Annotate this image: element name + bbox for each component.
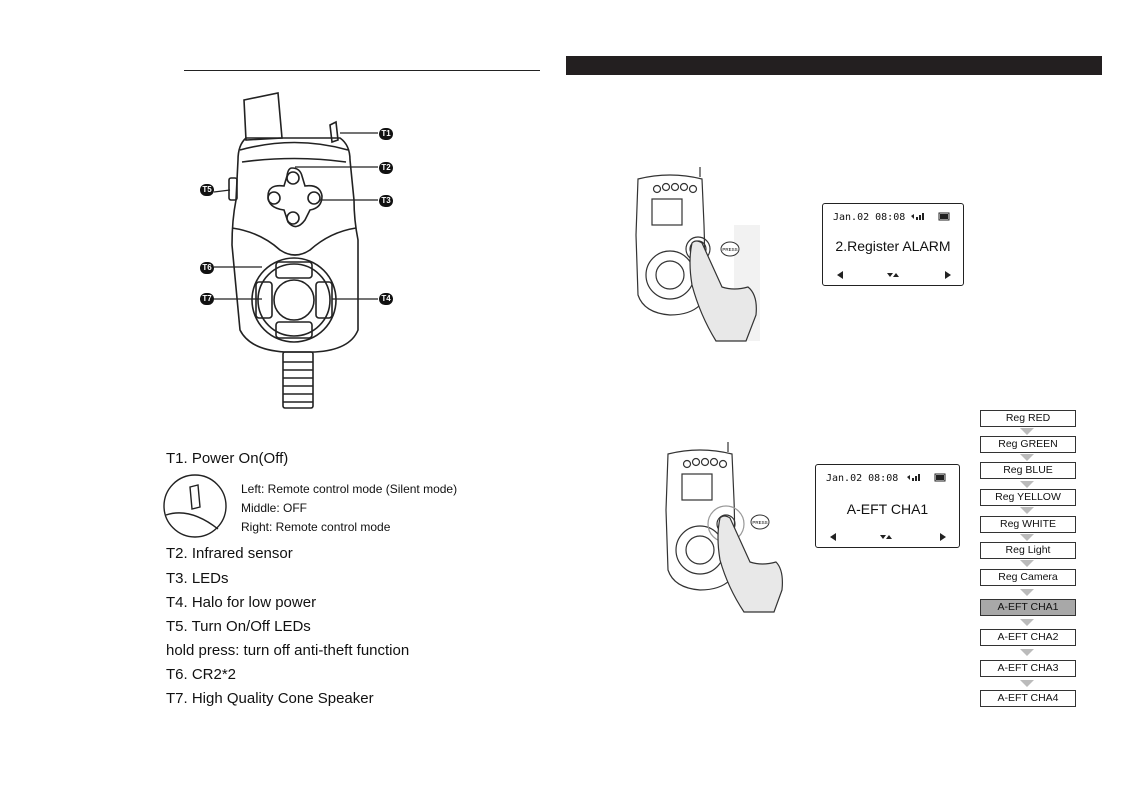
flow-arrow-icon bbox=[1020, 589, 1034, 596]
spec-t5: T5. Turn On/Off LEDs bbox=[166, 618, 311, 635]
flow-item-reg-camera: Reg Camera bbox=[980, 569, 1076, 586]
callout-t6: T6 bbox=[200, 262, 214, 274]
flow-item-aeft-cha3: A-EFT CHA3 bbox=[980, 660, 1076, 677]
power-switch-illustration bbox=[163, 474, 227, 538]
switch-mode-middle: Middle: OFF bbox=[241, 501, 308, 515]
lcd-nav-icons bbox=[837, 271, 951, 279]
spec-t5-note: hold press: turn off anti-theft function bbox=[166, 642, 410, 659]
flow-arrow-icon bbox=[1020, 507, 1034, 514]
flow-item-aeft-cha1: A-EFT CHA1 bbox=[980, 599, 1076, 616]
flow-arrow-icon bbox=[1020, 428, 1034, 435]
header-rule bbox=[184, 70, 540, 71]
flow-item-reg-red: Reg RED bbox=[980, 410, 1076, 427]
callout-t5: T5 bbox=[200, 184, 214, 196]
signal-battery-icon bbox=[911, 212, 950, 221]
callout-t4: T4 bbox=[379, 293, 393, 305]
callout-t3: T3 bbox=[379, 195, 393, 207]
flow-item-aeft-cha2: A-EFT CHA2 bbox=[980, 629, 1076, 646]
callout-t1: T1 bbox=[379, 128, 393, 140]
flow-arrow-icon bbox=[1020, 534, 1034, 541]
lcd-datetime: Jan.02 08:08 bbox=[826, 473, 899, 484]
flow-item-reg-light: Reg Light bbox=[980, 542, 1076, 559]
device-press-illustration-1: PRESS bbox=[635, 167, 760, 342]
spec-t2: T2. Infrared sensor bbox=[166, 545, 293, 562]
spec-t7: T7. High Quality Cone Speaker bbox=[166, 690, 374, 707]
lcd-screen-2: Jan.02 08:08 A-EFT CHA1 bbox=[815, 464, 960, 548]
lcd-nav-icons bbox=[830, 533, 946, 541]
flow-item-reg-white: Reg WHITE bbox=[980, 516, 1076, 533]
flow-item-aeft-cha4: A-EFT CHA4 bbox=[980, 690, 1076, 707]
flow-item-reg-blue: Reg BLUE bbox=[980, 462, 1076, 479]
spec-t1: T1. Power On(Off) bbox=[166, 450, 289, 467]
flow-arrow-icon bbox=[1020, 560, 1034, 567]
lcd-screen-1: Jan.02 08:08 2.Register ALARM bbox=[822, 203, 964, 286]
switch-mode-left: Left: Remote control mode (Silent mode) bbox=[241, 482, 458, 496]
flow-item-reg-yellow: Reg YELLOW bbox=[980, 489, 1076, 506]
device-press-illustration-2: PRESS bbox=[665, 442, 783, 613]
signal-battery-icon bbox=[907, 473, 946, 482]
spec-t6: T6. CR2*2 bbox=[166, 666, 237, 683]
flow-arrow-icon bbox=[1020, 481, 1034, 488]
callout-t7: T7 bbox=[200, 293, 214, 305]
flow-arrow-icon bbox=[1020, 454, 1034, 461]
section-header-bar bbox=[566, 56, 1102, 75]
lcd-message: 2.Register ALARM bbox=[835, 238, 951, 254]
flow-arrow-icon bbox=[1020, 680, 1034, 687]
flow-item-reg-green: Reg GREEN bbox=[980, 436, 1076, 453]
flow-arrow-icon bbox=[1020, 619, 1034, 626]
spec-t4: T4. Halo for low power bbox=[166, 594, 317, 611]
lcd-datetime: Jan.02 08:08 bbox=[833, 212, 906, 223]
lcd-message: A-EFT CHA1 bbox=[846, 501, 929, 517]
flow-arrow-icon bbox=[1020, 649, 1034, 656]
press-label-2: PRESS bbox=[752, 520, 767, 525]
callout-t2: T2 bbox=[379, 162, 393, 174]
spec-t3: T3. LEDs bbox=[166, 570, 229, 587]
switch-mode-right: Right: Remote control mode bbox=[241, 520, 391, 534]
press-label-1: PRESS bbox=[722, 247, 737, 252]
device-illustration bbox=[213, 92, 378, 409]
